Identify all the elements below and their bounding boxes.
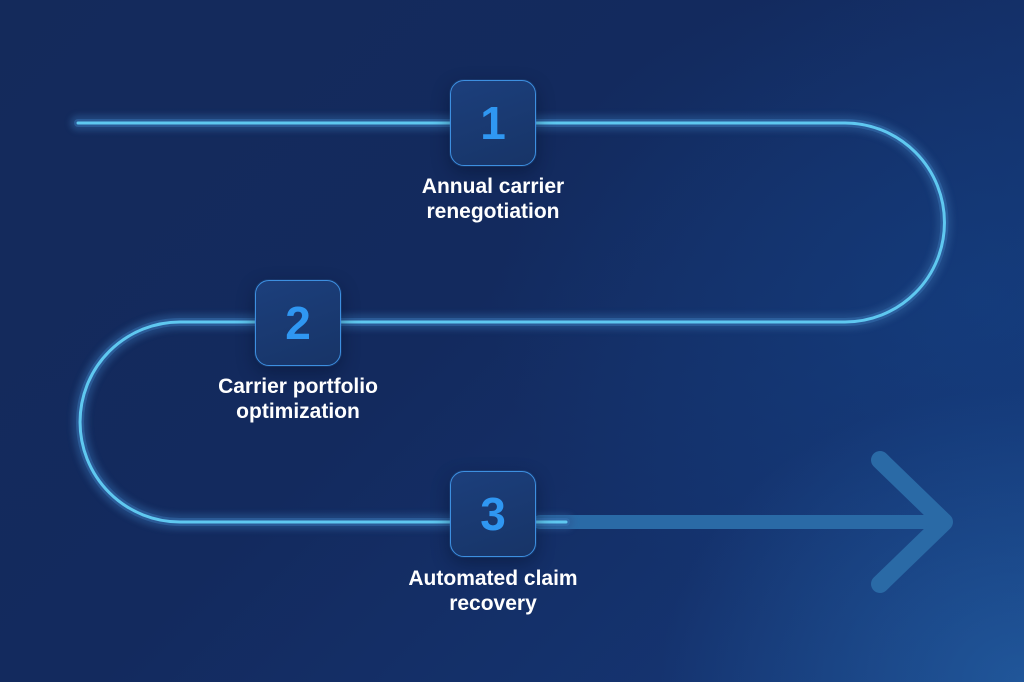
step-1-label-line-1: Annual carrier: [421, 175, 565, 198]
step-1-number: 1: [480, 97, 506, 149]
step-2-number: 2: [285, 297, 311, 349]
arrow-right-icon: [533, 451, 953, 593]
step-3-label-line-1: Automated claim: [408, 567, 578, 590]
step-2-label: Carrier portfolio optimization: [178, 374, 418, 424]
step-3-label-line-2: recovery: [449, 592, 537, 615]
step-1-label: Annual carrier renegotiation: [373, 174, 613, 224]
path-line: [76, 121, 946, 524]
step-2-label-line-1: Carrier portfolio: [218, 375, 378, 398]
step-1-label-line-2: renegotiation: [426, 200, 560, 223]
step-2-box: 2: [255, 280, 341, 366]
arrow-head: [871, 451, 953, 593]
step-3-box: 3: [450, 471, 536, 557]
step-3-label: Automated claim recovery: [373, 566, 613, 616]
step-1-box: 1: [450, 80, 536, 166]
step-3-number: 3: [480, 488, 506, 540]
step-2-label-line-2: optimization: [236, 400, 360, 423]
